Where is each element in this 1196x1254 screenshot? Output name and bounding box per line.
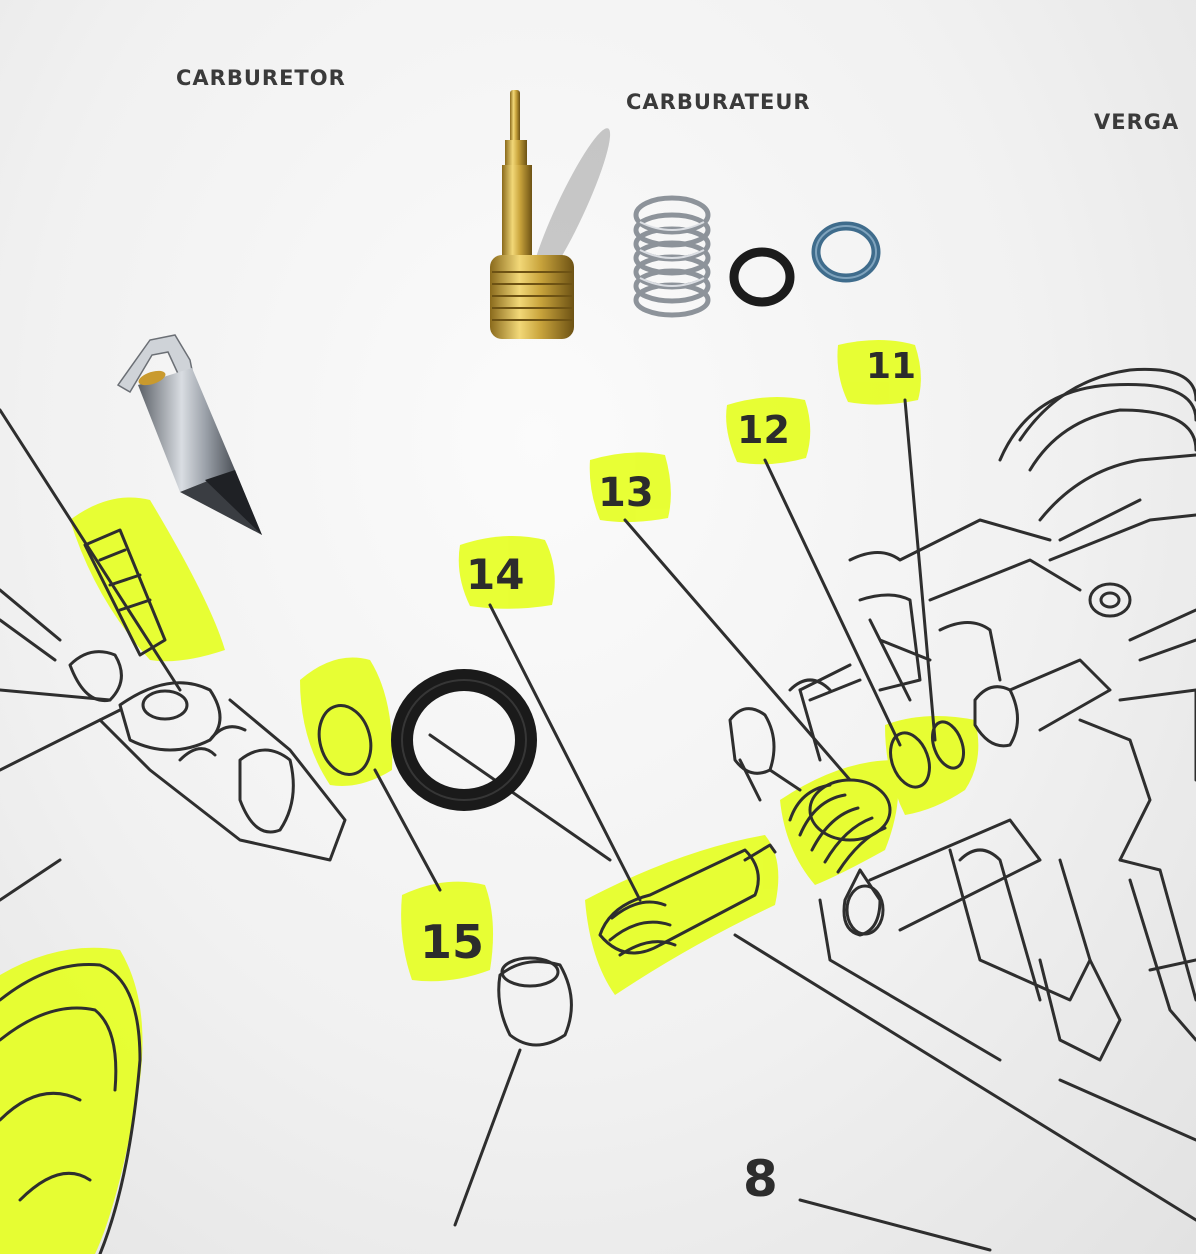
header-carburetor: CARBURETOR <box>176 66 346 90</box>
steel-spring <box>633 195 711 318</box>
callout-15: 15 <box>420 915 485 969</box>
callout-11: 11 <box>866 346 917 387</box>
float-needle-valve <box>116 334 262 535</box>
diagram-lines <box>0 367 1196 1254</box>
callout-14: 14 <box>466 550 525 599</box>
header-carburateur: CARBURATEUR <box>626 90 811 114</box>
highlight-marks <box>0 340 979 1254</box>
header-vergaser: VERGA <box>1094 110 1180 134</box>
black-o-ring-small <box>729 247 795 307</box>
callout-12: 12 <box>737 408 790 452</box>
callout-8: 8 <box>743 1150 778 1208</box>
callout-13: 13 <box>598 470 654 516</box>
brass-pilot-screw <box>490 90 611 339</box>
